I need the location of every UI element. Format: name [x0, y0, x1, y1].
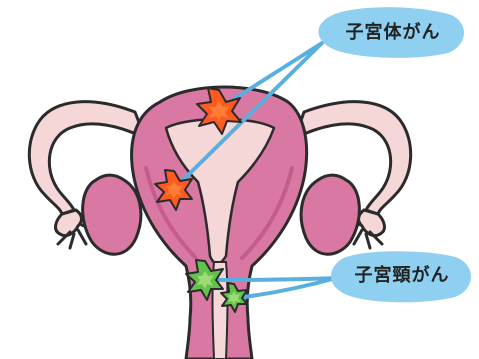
- right-ovary: [301, 175, 359, 254]
- uterine-body-cancer-text: 子宮体がん: [346, 21, 441, 43]
- cervical-cancer-label: 子宮頸がん: [332, 252, 470, 301]
- uterine-body-cancer-label: 子宮体がん: [319, 8, 463, 57]
- cervical-cancer-text: 子宮頸がん: [355, 264, 450, 286]
- left-ovary: [83, 175, 141, 254]
